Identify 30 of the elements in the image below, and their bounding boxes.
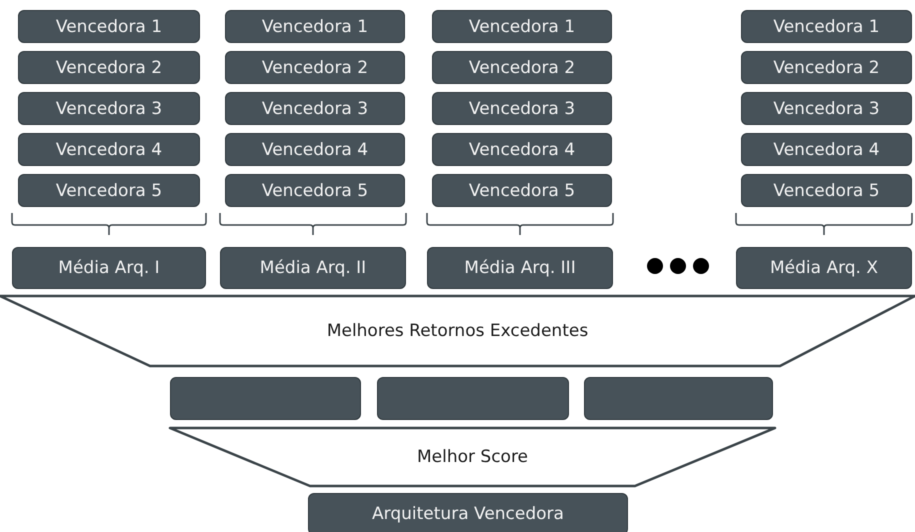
process-box: Vencedora 5 [741, 174, 912, 207]
process-box: Vencedora 5 [432, 174, 612, 207]
process-box: Vencedora 2 [225, 51, 405, 84]
process-box: Vencedora 2 [741, 51, 912, 84]
process-box: Vencedora 4 [741, 133, 912, 166]
process-box: Vencedora 3 [18, 92, 200, 125]
process-box: Vencedora 4 [432, 133, 612, 166]
process-box: Vencedora 2 [432, 51, 612, 84]
process-box: Vencedora 4 [225, 133, 405, 166]
process-box: Vencedora 5 [18, 174, 200, 207]
process-box: Arquitetura Vencedora [308, 493, 628, 532]
empty-box [584, 377, 773, 420]
process-box: Vencedora 3 [225, 92, 405, 125]
process-box: Vencedora 1 [18, 10, 200, 43]
node-label: Melhor Score [416, 447, 528, 467]
process-box: Vencedora 3 [741, 92, 912, 125]
process-box: Vencedora 1 [432, 10, 612, 43]
process-box: Vencedora 5 [225, 174, 405, 207]
node-label: Melhores Retornos Excedentes [326, 321, 588, 341]
empty-box [170, 377, 361, 420]
process-box: Vencedora 1 [741, 10, 912, 43]
process-box: Média Arq. II [220, 247, 406, 289]
process-box: Vencedora 3 [432, 92, 612, 125]
empty-box [377, 377, 569, 420]
process-box: Vencedora 4 [18, 133, 200, 166]
process-box: Média Arq. I [12, 247, 206, 289]
process-box: Média Arq. III [427, 247, 613, 289]
process-box: Vencedora 1 [225, 10, 405, 43]
process-box: Vencedora 2 [18, 51, 200, 84]
process-box: Média Arq. X [736, 247, 912, 289]
